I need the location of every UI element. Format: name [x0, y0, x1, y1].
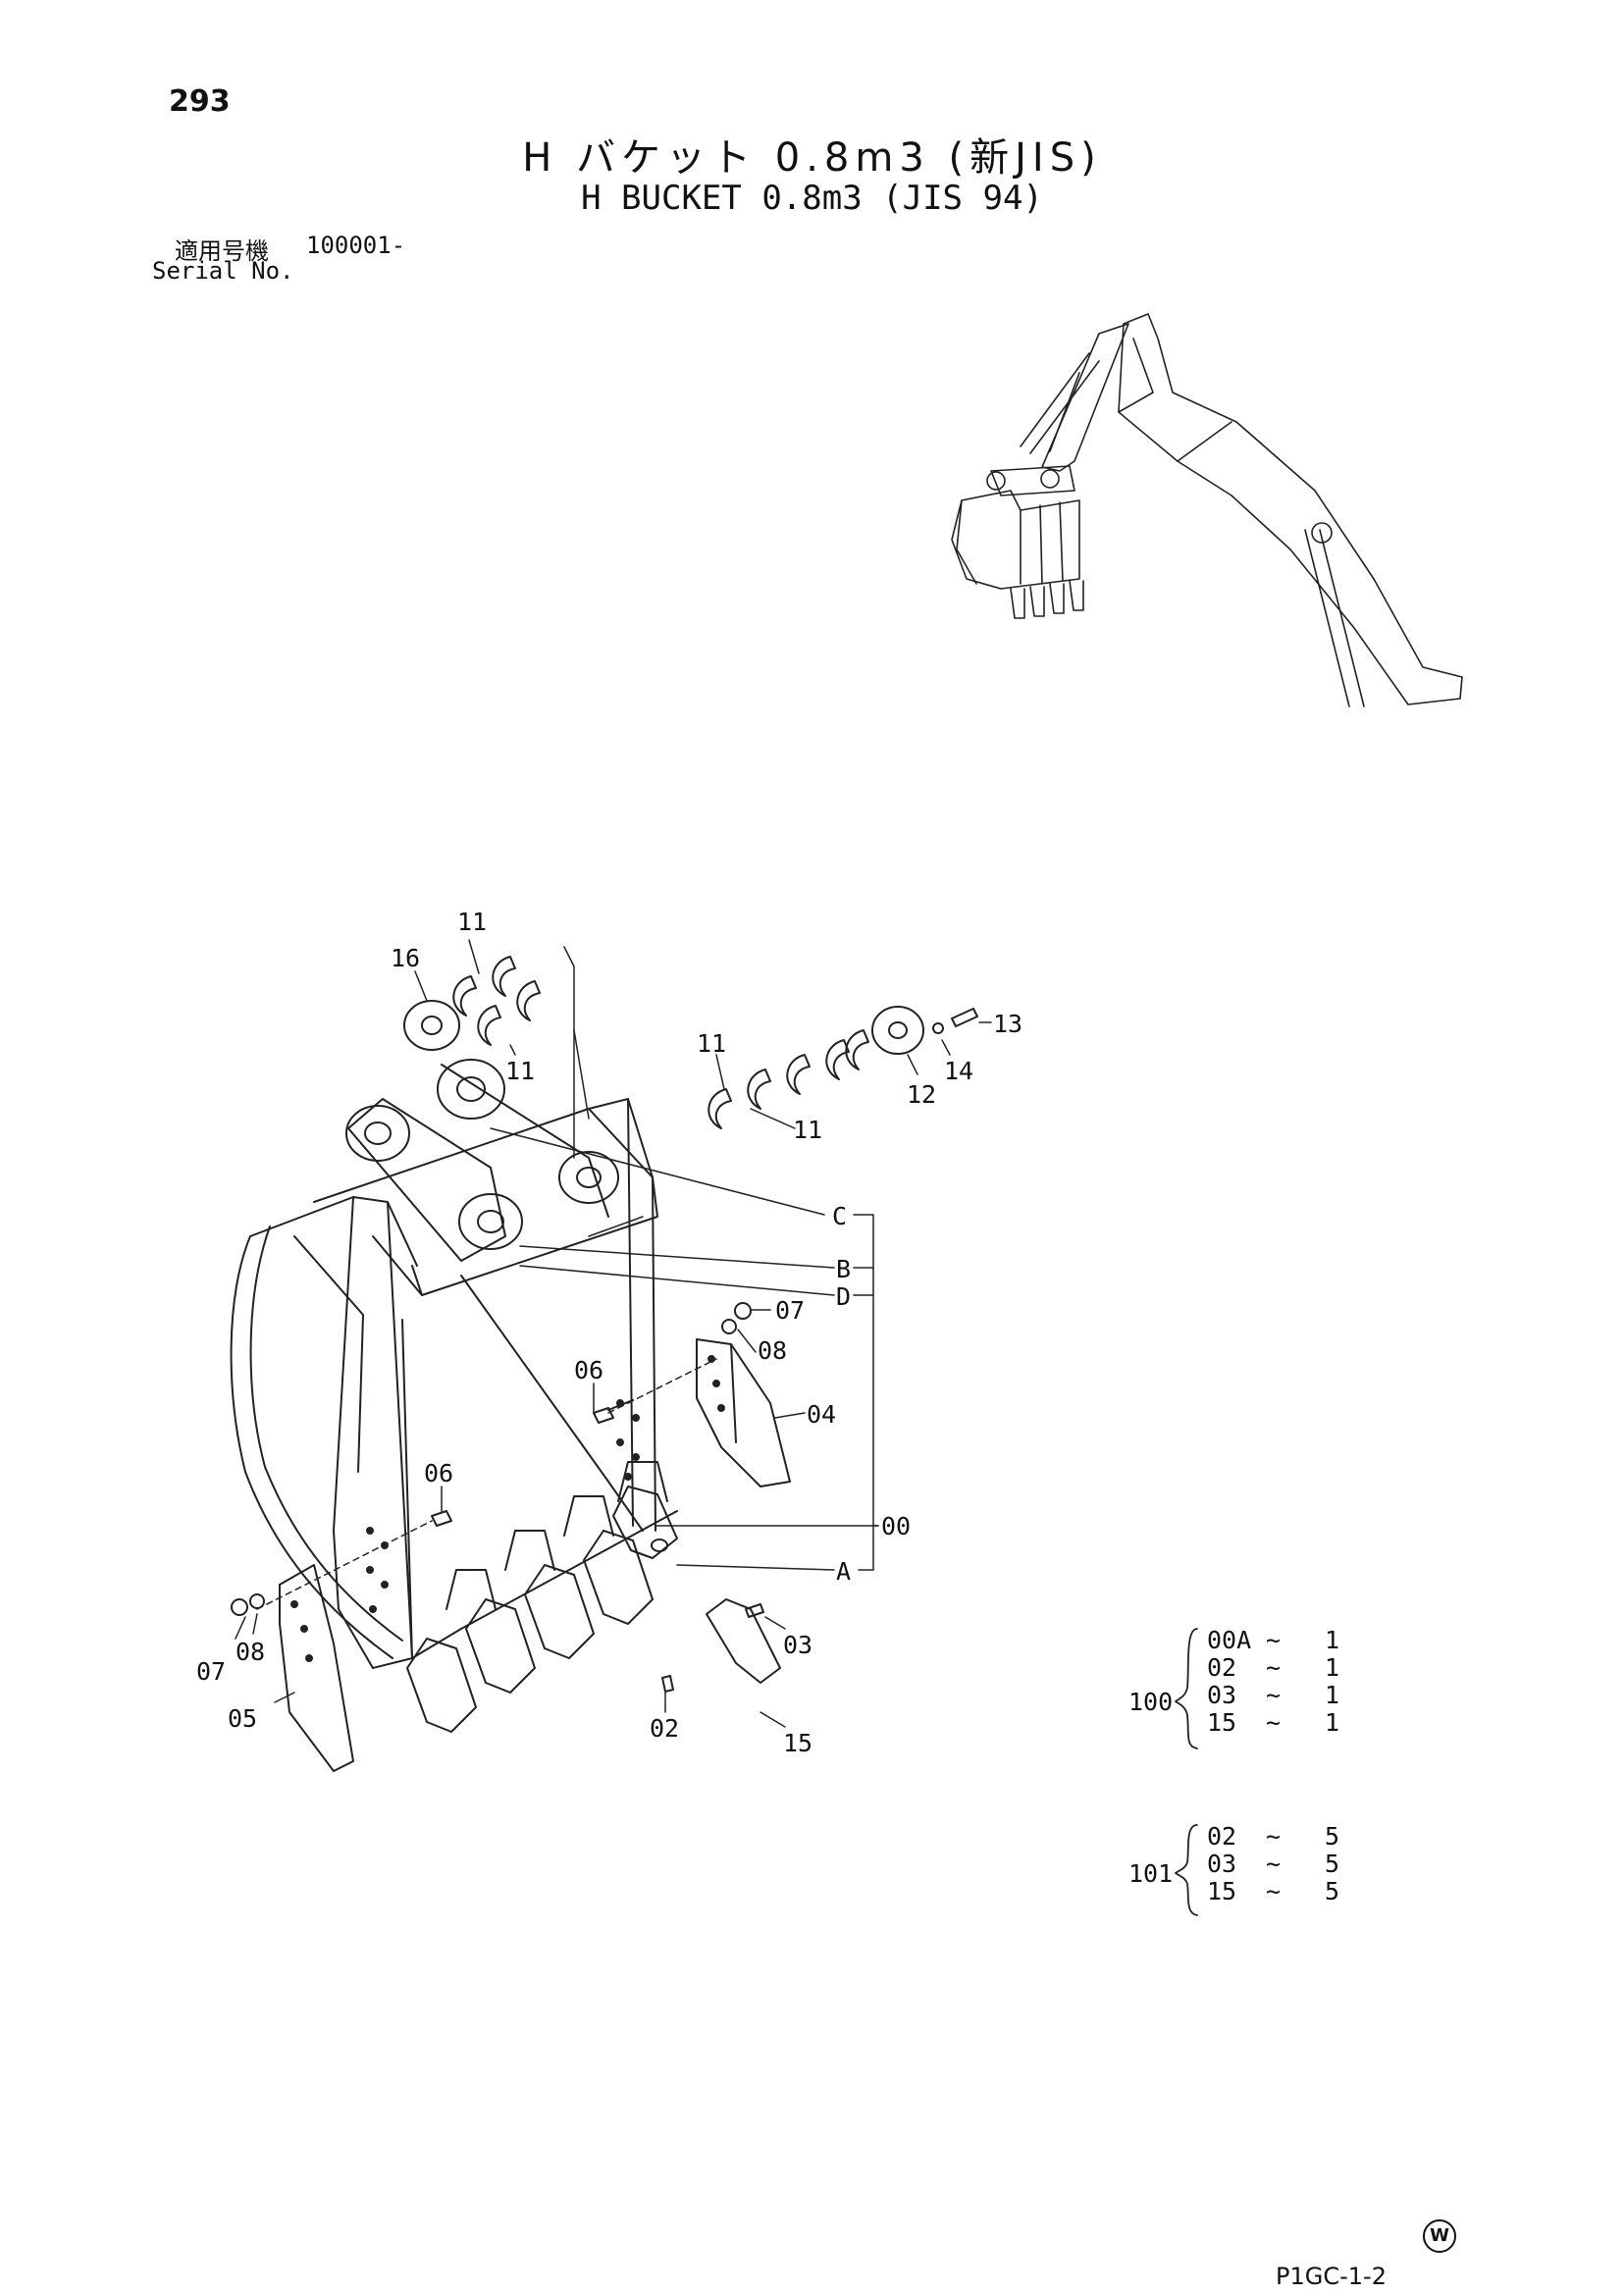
part-label: C — [832, 1202, 847, 1230]
title-japanese: H バケット 0.8m3 (新JIS) — [522, 135, 1102, 181]
range-symbol: ~ — [1266, 1681, 1281, 1709]
part-label: B — [836, 1255, 851, 1283]
range-symbol: ~ — [1266, 1653, 1281, 1682]
group-part: 02 — [1207, 1822, 1236, 1851]
part-label: 11 — [793, 1116, 822, 1144]
assembly-group-101: 101 02 ~ 5 03 ~ 5 15 ~ 5 — [1128, 1822, 1339, 1916]
part-label: 14 — [944, 1057, 973, 1085]
bucket-exploded-view — [230, 956, 978, 1772]
group-qty: 5 — [1325, 1822, 1339, 1851]
range-symbol: ~ — [1266, 1822, 1281, 1851]
group-qty: 5 — [1325, 1877, 1339, 1905]
group-part: 00A — [1207, 1626, 1251, 1654]
group-qty: 1 — [1325, 1626, 1339, 1654]
part-label: 05 — [228, 1704, 257, 1733]
part-label: 13 — [993, 1010, 1022, 1038]
drawing-code: P1GC-1-2 — [1276, 2263, 1387, 2290]
serial-label-english: Serial No. — [152, 257, 294, 285]
part-label: 04 — [807, 1400, 836, 1429]
part-label: 11 — [505, 1057, 535, 1085]
excavator-reference-sketch — [951, 313, 1463, 707]
serial-label-japanese: 適用号機 — [175, 237, 269, 265]
part-label: 08 — [236, 1638, 265, 1666]
group-part: 03 — [1207, 1850, 1236, 1878]
serial-value: 100001- — [306, 232, 406, 259]
range-symbol: ~ — [1266, 1708, 1281, 1737]
group-part: 02 — [1207, 1653, 1236, 1682]
assembly-group-100: 100 00A ~ 1 02 ~ 1 03 ~ 1 15 ~ 1 — [1128, 1626, 1339, 1749]
leader-lines — [235, 939, 992, 1728]
part-label: D — [836, 1282, 851, 1311]
part-label: 07 — [196, 1657, 226, 1686]
group-qty: 1 — [1325, 1681, 1339, 1709]
part-label: 12 — [907, 1080, 936, 1109]
title-english: H BUCKET 0.8m3 (JIS 94) — [581, 179, 1043, 218]
range-symbol: ~ — [1266, 1850, 1281, 1878]
part-label: 06 — [424, 1459, 453, 1487]
part-label: 00 — [881, 1512, 911, 1540]
tooth-row — [406, 1461, 678, 1733]
group-qty: 1 — [1325, 1708, 1339, 1737]
part-labels: 11 16 11 11 11 13 14 12 C B D 07 08 06 0… — [196, 908, 1022, 1757]
group-qty: 1 — [1325, 1653, 1339, 1682]
group-part: 03 — [1207, 1681, 1236, 1709]
part-label: 11 — [457, 908, 487, 936]
part-label: 11 — [697, 1029, 726, 1058]
range-symbol: ~ — [1266, 1877, 1281, 1905]
part-label: 02 — [650, 1714, 679, 1743]
part-label: 06 — [574, 1356, 603, 1384]
part-label: A — [836, 1557, 851, 1586]
page-number: 293 — [169, 84, 231, 119]
group-id: 100 — [1128, 1688, 1173, 1716]
manufacturer-logo: W — [1423, 2219, 1456, 2253]
part-label: 08 — [758, 1336, 787, 1365]
range-symbol: ~ — [1266, 1626, 1281, 1654]
part-label: 15 — [783, 1729, 812, 1757]
group-part: 15 — [1207, 1877, 1236, 1905]
part-label: 07 — [775, 1296, 805, 1325]
group-id: 101 — [1128, 1859, 1173, 1888]
group-qty: 5 — [1325, 1850, 1339, 1878]
part-label: 03 — [783, 1631, 812, 1659]
group-part: 15 — [1207, 1708, 1236, 1737]
part-label: 16 — [391, 944, 420, 972]
